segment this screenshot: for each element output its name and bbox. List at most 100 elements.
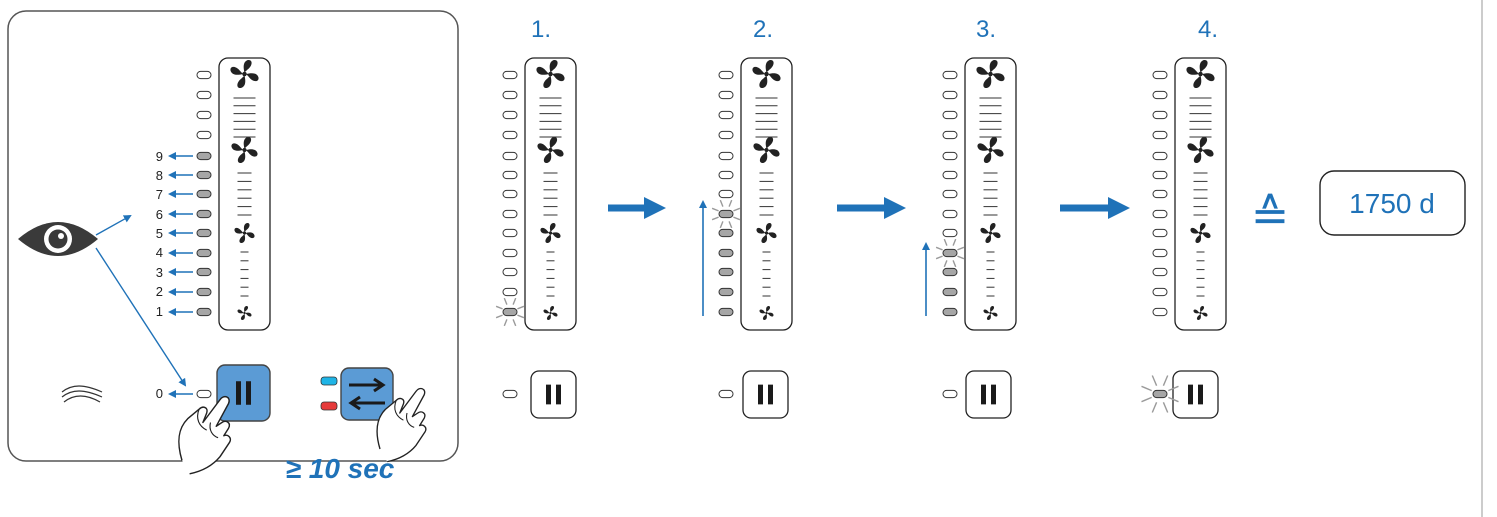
- led: [196, 228, 212, 238]
- fan-hub: [549, 311, 552, 315]
- arrow-shaft: [608, 204, 646, 212]
- led: [718, 151, 734, 161]
- fan-hub: [764, 147, 769, 153]
- fan-blade: [992, 73, 1005, 82]
- burst-ray: [952, 238, 957, 246]
- burst-ray: [728, 199, 733, 207]
- fan-blade: [543, 151, 552, 164]
- step3-led-column: [935, 57, 1017, 331]
- burst-ray: [1141, 385, 1152, 392]
- legend-frame: [7, 10, 459, 462]
- fan-blade: [767, 232, 777, 239]
- step1-led-column: [495, 57, 577, 331]
- fan-strip: [964, 57, 1017, 331]
- fan-hub: [988, 147, 993, 153]
- step-label-3: 3.: [976, 16, 996, 43]
- fan-blade: [761, 234, 768, 244]
- burst-ray: [711, 216, 719, 221]
- fan-strip-outline: [1174, 57, 1227, 331]
- airflow-icon: [61, 385, 103, 403]
- pause-bar: [546, 384, 551, 405]
- fan-blade: [989, 136, 998, 149]
- fan-icon: [752, 59, 781, 89]
- fan-icon: [536, 59, 565, 89]
- arrow-shaft: [837, 204, 886, 212]
- fan-blade: [550, 305, 555, 313]
- step-label-2: 2.: [753, 16, 773, 43]
- led: [196, 151, 212, 161]
- led-zero: [502, 389, 518, 399]
- led: [196, 110, 212, 120]
- fan-icon: [234, 222, 255, 244]
- led: [942, 248, 958, 258]
- fan-blade: [551, 312, 558, 317]
- fan-blade: [1193, 75, 1202, 89]
- fan-blade: [759, 75, 768, 89]
- pause-button: [1172, 370, 1219, 419]
- fan-blade: [546, 313, 551, 321]
- fan-blade: [1202, 73, 1215, 82]
- fan-icon: [1193, 305, 1208, 321]
- level-label-6: 6: [156, 207, 163, 222]
- fan-hub: [242, 71, 247, 77]
- fan-blade: [976, 66, 989, 75]
- hold-time-label: ≥ 10 sec: [286, 453, 395, 484]
- fan-hub: [765, 311, 768, 315]
- burst-ray: [935, 246, 943, 251]
- pause-bar: [236, 381, 241, 405]
- burst-ray: [719, 221, 724, 229]
- burst-ray: [1151, 402, 1158, 413]
- led: [196, 189, 212, 199]
- swap-arrow-left: [348, 395, 385, 411]
- pause-bar: [1188, 384, 1193, 405]
- burst-ray: [733, 216, 741, 221]
- fan-hub: [1198, 147, 1203, 153]
- led: [1152, 110, 1168, 120]
- led: [1152, 151, 1168, 161]
- fan-hub: [242, 231, 247, 235]
- led: [502, 228, 518, 238]
- fan-blade: [552, 149, 564, 157]
- fan-hub: [548, 71, 553, 77]
- result-box: [1319, 170, 1466, 236]
- level-label-5: 5: [156, 226, 163, 241]
- burst-ray: [943, 238, 948, 246]
- fan-blade: [759, 151, 768, 164]
- fan-icon: [759, 305, 774, 321]
- burst-ray: [1141, 396, 1152, 403]
- led: [502, 267, 518, 277]
- fan-blade: [549, 59, 558, 73]
- fan-icon: [540, 222, 561, 244]
- burst-ray: [711, 207, 719, 212]
- fan-blade: [1201, 312, 1208, 317]
- burst-ray: [943, 260, 948, 268]
- burst-ray: [1151, 375, 1158, 386]
- fan-blade: [767, 312, 774, 317]
- led: [1152, 307, 1168, 317]
- fan-blade: [1202, 149, 1214, 157]
- pointing-hand-icon: [376, 387, 427, 463]
- arrow-head: [884, 197, 906, 219]
- burst-ray: [495, 305, 503, 310]
- led: [942, 130, 958, 140]
- pause-bar: [758, 384, 763, 405]
- fan-blade: [545, 234, 552, 244]
- fan-blade: [1199, 222, 1206, 232]
- fan-blade: [989, 59, 998, 73]
- fan-blade: [234, 227, 244, 234]
- led: [718, 70, 734, 80]
- step-arrow: [608, 197, 666, 219]
- led: [942, 209, 958, 219]
- fan-blade: [552, 73, 565, 82]
- fan-blade: [1199, 59, 1208, 73]
- pause-button-body: [742, 370, 789, 419]
- fan-hub: [1198, 71, 1203, 77]
- led: [196, 170, 212, 180]
- fan-hub: [548, 231, 553, 235]
- led: [942, 307, 958, 317]
- fan-blade: [536, 66, 549, 75]
- fan-blade: [765, 59, 774, 73]
- fan-blade: [1186, 66, 1199, 75]
- fan-blade: [237, 309, 244, 314]
- led: [718, 90, 734, 100]
